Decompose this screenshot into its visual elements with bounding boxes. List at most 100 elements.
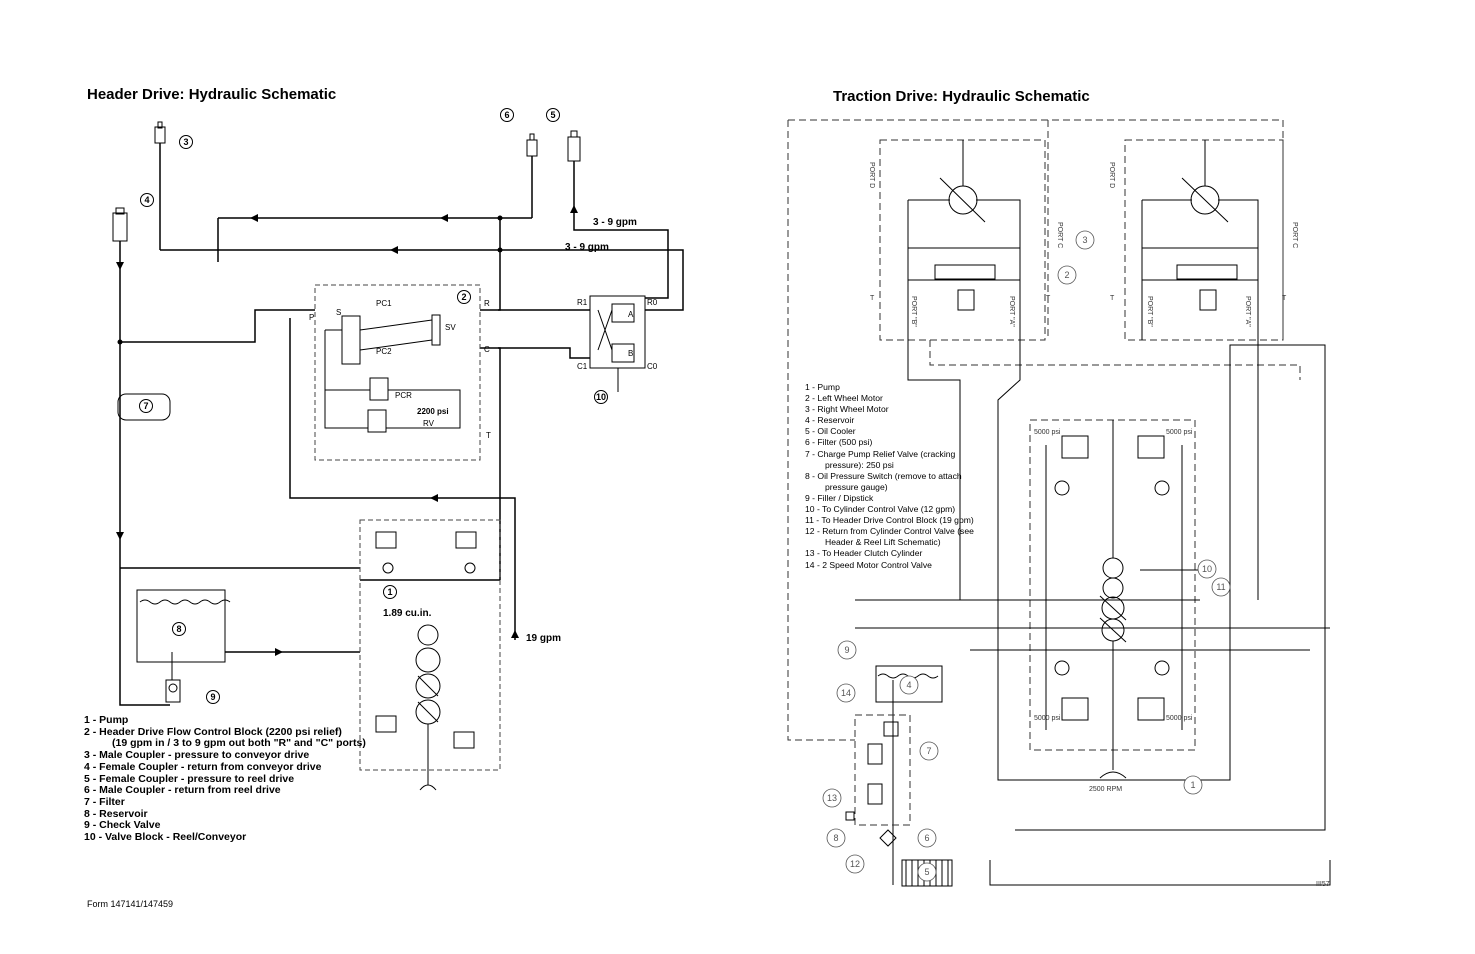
svg-text:S: S: [336, 308, 341, 317]
oil-pressure-switch: [845, 811, 855, 821]
svg-text:PC2: PC2: [376, 347, 392, 356]
legend-item: 1 - Pump: [84, 714, 129, 726]
legend-item: 5 - Oil Cooler: [805, 426, 856, 437]
svg-text:4: 4: [906, 680, 911, 690]
svg-text:3: 3: [183, 137, 188, 147]
svg-text:B: B: [628, 349, 633, 358]
legend-item: 4 - Female Coupler - return from conveyo…: [84, 760, 322, 773]
left-wheel-motor: [907, 140, 1021, 340]
legend-item: 2 - Left Wheel Motor: [805, 393, 883, 404]
svg-text:2: 2: [1064, 270, 1069, 280]
svg-text:2: 2: [461, 292, 466, 302]
svg-text:6: 6: [504, 110, 509, 120]
legend-item: 13 - To Header Clutch Cylinder: [805, 548, 923, 559]
legend-item: 9 - Filler / Dipstick: [805, 492, 874, 503]
coupler-5: [567, 130, 581, 212]
svg-text:C1: C1: [577, 362, 588, 371]
callout-7: 7: [139, 399, 153, 413]
callout-8: 8: [172, 622, 186, 636]
traction-drive-title: Traction Drive: Hydraulic Schematic: [833, 88, 1090, 105]
svg-text:11: 11: [1216, 582, 1225, 592]
svg-text:12: 12: [850, 859, 860, 869]
legend-item: 7 - Filter: [84, 795, 125, 808]
svg-text:T: T: [1046, 295, 1051, 302]
callout-t11: 11: [1211, 577, 1231, 597]
svg-text:3: 3: [1082, 235, 1087, 245]
svg-text:R0: R0: [647, 298, 658, 307]
legend-item: 3 - Right Wheel Motor: [805, 404, 889, 415]
traction-drive-legend: 1 - Pump 2 - Left Wheel Motor 3 - Right …: [805, 382, 974, 571]
port-a-right: PORT "A": [1244, 296, 1251, 327]
port-c-left: PORT C: [1056, 222, 1063, 248]
svg-text:14: 14: [841, 688, 851, 698]
legend-item: 8 - Oil Pressure Switch (remove to attac…: [805, 470, 962, 481]
svg-text:6: 6: [924, 833, 929, 843]
callout-t3: 3: [1075, 230, 1095, 250]
callout-2: 2: [457, 290, 471, 304]
svg-text:C0: C0: [647, 362, 658, 371]
callout-t13: 13: [822, 788, 842, 808]
svg-text:5000 psi: 5000 psi: [1166, 715, 1193, 722]
legend-item: pressure gauge): [825, 481, 888, 492]
legend-item: 6 - Filter (500 psi): [805, 437, 873, 448]
callout-t7: 7: [919, 741, 939, 761]
svg-text:4: 4: [144, 195, 149, 205]
callout-4: 4: [140, 193, 154, 207]
svg-text:5: 5: [550, 110, 555, 120]
legend-item: 14 - 2 Speed Motor Control Valve: [805, 559, 932, 570]
legend-item: Header & Reel Lift Schematic): [825, 537, 941, 548]
svg-text:R1: R1: [577, 298, 588, 307]
svg-text:RV: RV: [423, 419, 435, 428]
callout-t8: 8: [826, 828, 846, 848]
callout-t6: 6: [917, 828, 937, 848]
reservoir: [136, 589, 231, 680]
drawing-number: III57: [1316, 881, 1330, 888]
legend-item: 10 - To Cylinder Control Valve (12 gpm): [805, 504, 956, 515]
callout-3: 3: [179, 135, 193, 149]
port-b-left: PORT "B": [910, 296, 917, 327]
relief-pressure-label: 2200 psi: [417, 407, 449, 416]
svg-text:7: 7: [143, 401, 148, 411]
svg-text:10: 10: [1202, 564, 1212, 574]
svg-text:T: T: [1110, 295, 1115, 302]
svg-text:C: C: [484, 345, 490, 354]
svg-text:9: 9: [844, 645, 849, 655]
flow-control-block: PC1 PC2 SV PCR RV S P R C T 2200 psi: [309, 284, 491, 461]
legend-item: (19 gpm in / 3 to 9 gpm out both "R" and…: [112, 737, 366, 750]
port-d-right: PORT D: [1108, 162, 1115, 188]
svg-text:T: T: [870, 295, 875, 302]
valve-block-reel-conveyor: R1 R0 C1 C0 A B: [577, 295, 658, 392]
port-a-left: PORT "A": [1008, 296, 1015, 327]
svg-text:SV: SV: [445, 323, 456, 332]
legend-item: 5 - Female Coupler - pressure to reel dr…: [84, 772, 295, 785]
callout-1: 1: [383, 585, 397, 599]
svg-text:9: 9: [210, 692, 215, 702]
traction-filter: [879, 829, 897, 847]
svg-text:1: 1: [1190, 780, 1195, 790]
svg-text:A: A: [628, 310, 634, 319]
svg-text:5000 psi: 5000 psi: [1034, 429, 1061, 436]
svg-text:5000 psi: 5000 psi: [1034, 715, 1061, 722]
legend-item: 8 - Reservoir: [84, 807, 148, 820]
legend-item: 12 - Return from Cylinder Control Valve …: [805, 526, 974, 537]
legend-item: 1 - Pump: [805, 382, 840, 392]
callout-5: 5: [546, 108, 560, 122]
legend-item: 9 - Check Valve: [84, 819, 161, 832]
legend-item: pressure): 250 psi: [825, 459, 894, 470]
svg-text:R: R: [484, 299, 490, 308]
flow-label-pump: 19 gpm: [526, 633, 561, 644]
flow-label-1: 3 - 9 gpm: [593, 217, 637, 228]
svg-text:1: 1: [387, 587, 392, 597]
callout-t9: 9: [837, 640, 857, 660]
charge-relief-and-control-valves: [854, 714, 911, 826]
svg-text:T: T: [1282, 295, 1287, 302]
port-b-right: PORT "B": [1146, 296, 1153, 327]
svg-text:PC1: PC1: [376, 299, 392, 308]
callout-t10: 10: [1197, 559, 1217, 579]
callout-6: 6: [500, 108, 514, 122]
svg-text:8: 8: [833, 833, 838, 843]
pump-speed-label: 2500 RPM: [1089, 786, 1122, 793]
pump-block: 1.89 cu.in.: [359, 519, 501, 791]
